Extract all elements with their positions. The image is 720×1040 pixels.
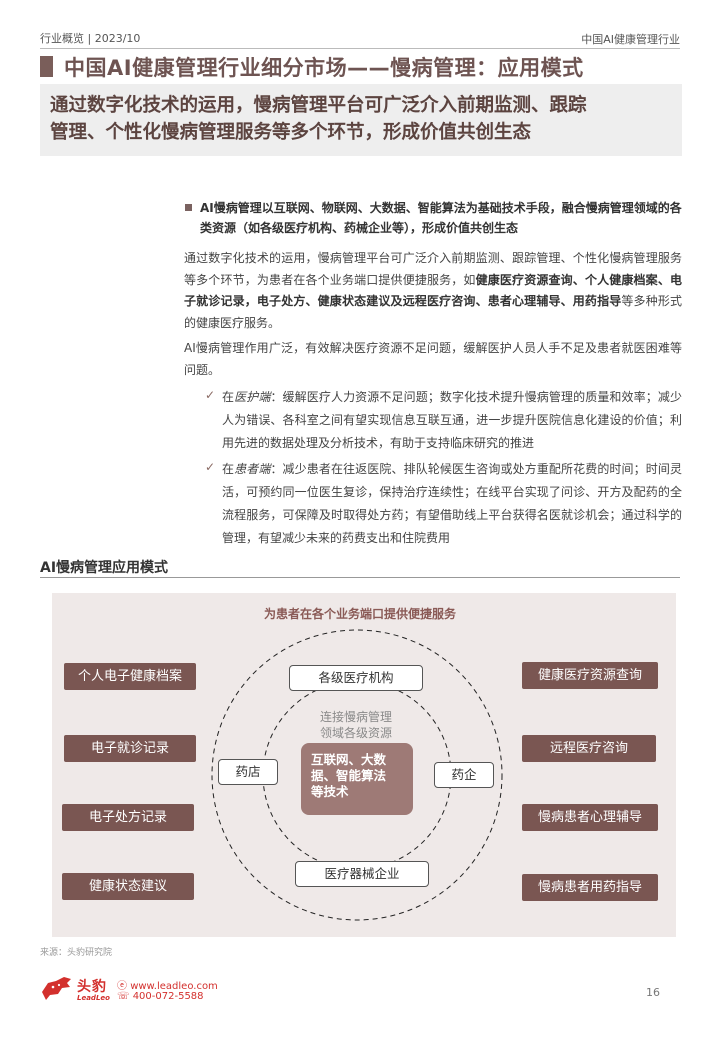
key-point: AI慢病管理以互联网、物联网、大数据、智能算法为基础技术手段，融合慢病管理领域的… bbox=[200, 201, 682, 235]
services-highlight: 健康医疗资源查询、个人健康档案、电子就诊记录，电子处方、健康状态建议及远程医疗咨… bbox=[184, 272, 682, 309]
term-patient-side: 患者端 bbox=[234, 462, 271, 476]
center-caption: 连接慢病管理 领域各级资源 bbox=[319, 710, 392, 740]
service-personal-health-record: 个人电子健康档案 bbox=[64, 663, 196, 690]
phone-number: ☏ 400-072-5588 bbox=[117, 991, 204, 1002]
outer-dashed-circle bbox=[211, 629, 503, 921]
point-patient-side: 在患者端：减少患者在往返医院、排队轮候医生咨询或处方重配所花费的时间；时间灵活，… bbox=[222, 462, 682, 545]
service-e-prescription: 电子处方记录 bbox=[62, 804, 194, 831]
paragraph-services: 通过数字化技术的运用，慢病管理平台可广泛介入前期监测、跟踪管理、个性化慢病管理服… bbox=[184, 251, 682, 330]
phone-icon: ☏ bbox=[117, 991, 133, 1002]
node-pharmacy: 药店 bbox=[218, 759, 278, 785]
service-medication-guide: 慢病患者用药指导 bbox=[522, 874, 658, 901]
square-bullet-icon bbox=[185, 204, 192, 211]
website-link[interactable]: ⓔ www.leadleo.com bbox=[117, 981, 218, 992]
logo-text-en: LeadLeo bbox=[77, 994, 110, 1002]
summary-line-1: 通过数字化技术的运用，慢病管理平台可广泛介入前期监测、跟踪 bbox=[50, 95, 587, 116]
point-medical-side: 在医护端：缓解医疗人力资源不足问题；数字化技术提升慢病管理的质量和效率；减少人为… bbox=[222, 390, 682, 450]
node-pharma-company: 药企 bbox=[434, 762, 494, 788]
header-divider bbox=[40, 48, 680, 49]
section-title: AI慢病管理应用模式 bbox=[40, 560, 169, 576]
page-title: 中国AI健康管理行业细分市场——慢病管理：应用模式 bbox=[64, 56, 584, 80]
service-psych-support: 慢病患者心理辅导 bbox=[522, 804, 658, 831]
check-icon: ✓ bbox=[205, 388, 216, 402]
term-medical-side: 医护端 bbox=[234, 390, 271, 404]
check-icon: ✓ bbox=[205, 460, 216, 474]
node-medical-institutions: 各级医疗机构 bbox=[289, 665, 423, 691]
service-e-visit-record: 电子就诊记录 bbox=[64, 735, 196, 762]
leopard-logo-icon bbox=[42, 977, 71, 1000]
service-remote-consult: 远程医疗咨询 bbox=[522, 735, 656, 762]
logo-text-cn: 头豹 bbox=[77, 979, 107, 995]
page-number: 16 bbox=[646, 986, 660, 999]
section-divider bbox=[40, 577, 680, 578]
node-device-company: 医疗器械企业 bbox=[295, 861, 429, 887]
service-health-advice: 健康状态建议 bbox=[62, 873, 194, 900]
service-resource-query: 健康医疗资源查询 bbox=[522, 662, 658, 689]
source-note: 来源：头豹研究院 bbox=[40, 948, 113, 958]
report-category: 行业概览 | 2023/10 bbox=[40, 32, 141, 45]
paragraph-effect: AI慢病管理作用广泛，有效解决医疗资源不足问题，缓解医护人员人手不足及患者就医困… bbox=[184, 341, 682, 377]
core-technology-box: 互联网、大数 据、智能算法 等技术 bbox=[301, 743, 413, 815]
title-accent-bar bbox=[40, 56, 53, 77]
summary-box: 通过数字化技术的运用，慢病管理平台可广泛介入前期监测、跟踪 管理、个性化慢病管理… bbox=[40, 84, 682, 156]
summary-line-2: 管理、个性化慢病管理服务等多个环节，形成价值共创生态 bbox=[50, 122, 532, 143]
web-icon: ⓔ bbox=[117, 981, 131, 992]
report-industry: 中国AI健康管理行业 bbox=[581, 33, 680, 46]
diagram-title: 为患者在各个业务端口提供便捷服务 bbox=[263, 607, 456, 621]
